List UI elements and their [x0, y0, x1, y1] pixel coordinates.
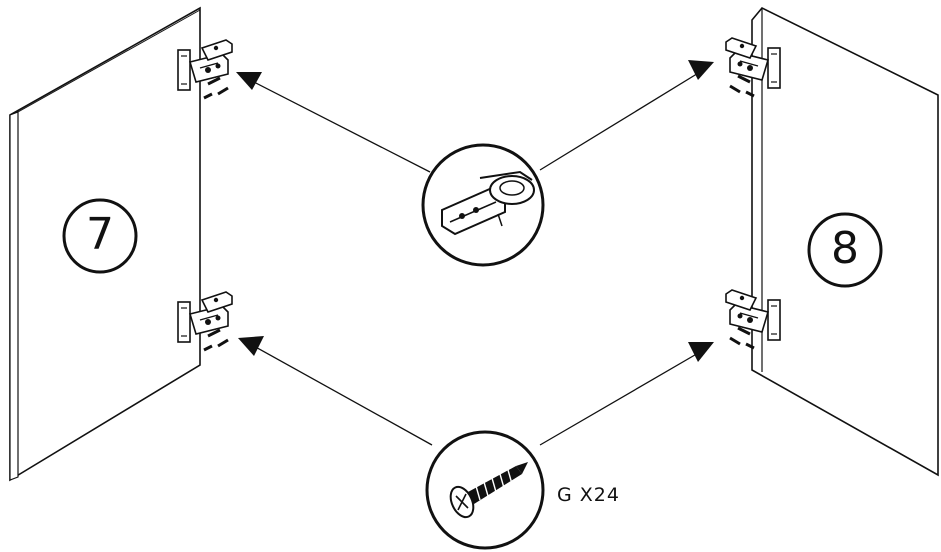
hinge-detail	[421, 143, 545, 267]
panel-8-number: 8	[831, 223, 859, 274]
screw-detail	[425, 430, 545, 550]
arrow-screw-to-right	[539, 342, 714, 446]
arrow-screw-to-left	[238, 336, 433, 446]
arrow-hinge-to-left	[236, 72, 431, 173]
arrow-hinge-to-right	[539, 60, 714, 171]
panel-7-circle	[62, 198, 138, 274]
screw-quantity-label: G X24	[557, 484, 620, 506]
screw-icon	[449, 462, 528, 519]
panel-8-circle	[807, 212, 883, 288]
hinge-icon	[441, 170, 535, 236]
panel-7-number: 7	[86, 209, 114, 260]
